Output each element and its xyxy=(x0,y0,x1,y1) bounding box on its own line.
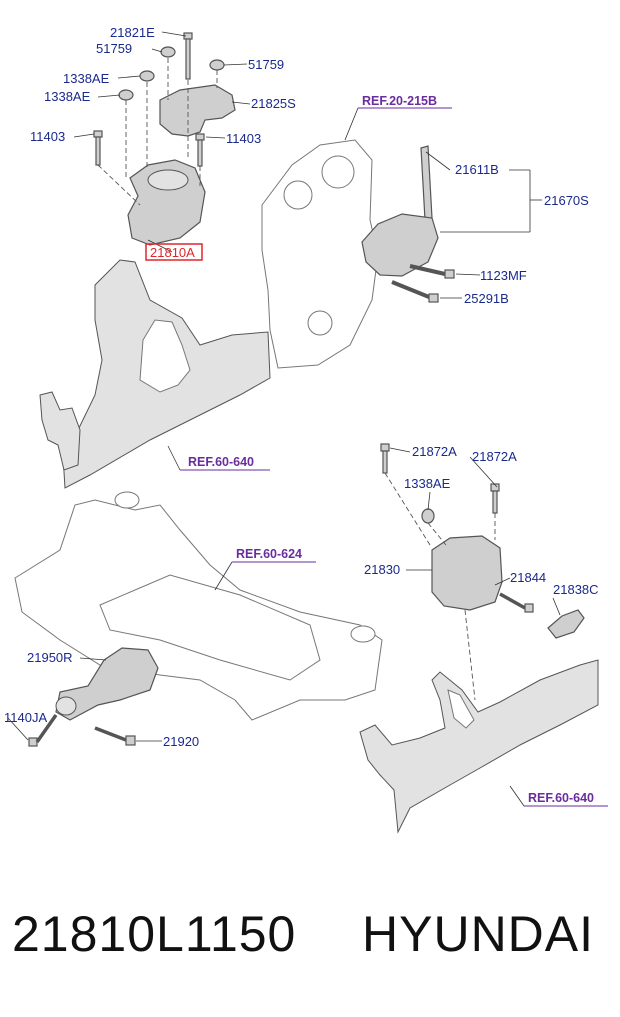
label-1140ja[interactable]: 1140JA xyxy=(4,710,47,725)
ref-60-640-left[interactable]: REF.60-640 xyxy=(188,455,254,469)
nut-1338ae-right[interactable] xyxy=(421,508,435,524)
bracket-assembly-21670s xyxy=(361,145,455,303)
bolt-11403-right[interactable] xyxy=(195,133,205,167)
engine-mount-assembly-left xyxy=(93,32,236,246)
label-21872a-left[interactable]: 21872A xyxy=(412,444,457,459)
label-1123mf[interactable]: 1123MF xyxy=(480,268,527,283)
bracket-21611b[interactable] xyxy=(361,213,439,277)
roll-rod-21950r[interactable] xyxy=(55,647,159,721)
label-1338ae-lower[interactable]: 1338AE xyxy=(44,89,91,104)
label-21950r[interactable]: 21950R xyxy=(27,650,73,665)
label-25291b[interactable]: 25291B xyxy=(464,291,509,306)
label-11403-right[interactable]: 11403 xyxy=(226,131,261,146)
bracket-21838c[interactable] xyxy=(547,609,585,639)
parts-diagram: 21821E 51759 51759 1338AE 1338AE 21825S … xyxy=(4,25,608,834)
label-51759-left[interactable]: 51759 xyxy=(96,41,132,56)
bolt-11403-left[interactable] xyxy=(93,130,103,166)
brand-name: HYUNDAI xyxy=(362,906,595,962)
trans-mount-assembly-right xyxy=(380,443,585,701)
stud-21611b[interactable] xyxy=(420,145,433,221)
mount-top-boss xyxy=(147,169,189,191)
label-21825s[interactable]: 21825S xyxy=(251,96,296,111)
bolt-25291b[interactable] xyxy=(391,280,439,303)
bolt-21844[interactable] xyxy=(499,592,534,613)
nut-51759-left[interactable] xyxy=(160,46,176,58)
leader-lines xyxy=(7,31,608,807)
bolt-21872a-left[interactable] xyxy=(380,443,390,474)
ref-20-215b[interactable]: REF.20-215B xyxy=(362,94,437,108)
label-21810a[interactable]: 21810A xyxy=(150,245,195,260)
nut-51759-right[interactable] xyxy=(209,59,225,71)
label-11403-left[interactable]: 11403 xyxy=(30,129,65,144)
bolt-21872a-right[interactable] xyxy=(490,483,500,514)
label-21872a-right[interactable]: 21872A xyxy=(472,449,517,464)
nut-1338ae-upper[interactable] xyxy=(139,70,155,82)
subframe-outline xyxy=(14,499,383,721)
side-member-right-arch xyxy=(447,689,475,729)
nut-1338ae-lower[interactable] xyxy=(118,89,134,101)
bolt-1140ja[interactable] xyxy=(28,713,58,747)
label-21821e[interactable]: 21821E xyxy=(110,25,155,40)
label-21844[interactable]: 21844 xyxy=(510,570,546,585)
label-21920[interactable]: 21920 xyxy=(163,734,199,749)
label-21838c[interactable]: 21838C xyxy=(553,582,599,597)
highlight-box-21810a xyxy=(145,243,203,261)
trans-mount-21830[interactable] xyxy=(431,535,503,611)
side-member-right xyxy=(359,659,599,834)
ref-60-624[interactable]: REF.60-624 xyxy=(236,547,302,561)
label-21670s[interactable]: 21670S xyxy=(544,193,589,208)
label-21830[interactable]: 21830 xyxy=(364,562,400,577)
bracket-21825s[interactable] xyxy=(159,84,236,137)
bolt-1123mf[interactable] xyxy=(409,264,455,279)
side-member-arch xyxy=(139,319,191,393)
label-1338ae-right[interactable]: 1338AE xyxy=(404,476,451,491)
part-labels: 21821E 51759 51759 1338AE 1338AE 21825S … xyxy=(4,25,599,805)
side-member-bracket-left xyxy=(39,391,81,471)
label-1338ae-upper[interactable]: 1338AE xyxy=(63,71,110,86)
part-number: 21810L1150 xyxy=(12,906,297,962)
bolt-21920[interactable] xyxy=(94,726,136,746)
subframe-crossmember xyxy=(99,574,321,681)
ref-60-640-right[interactable]: REF.60-640 xyxy=(528,791,594,805)
bolt-21821e[interactable] xyxy=(183,32,193,80)
label-21611b[interactable]: 21611B xyxy=(455,162,499,177)
label-51759-right[interactable]: 51759 xyxy=(248,57,284,72)
